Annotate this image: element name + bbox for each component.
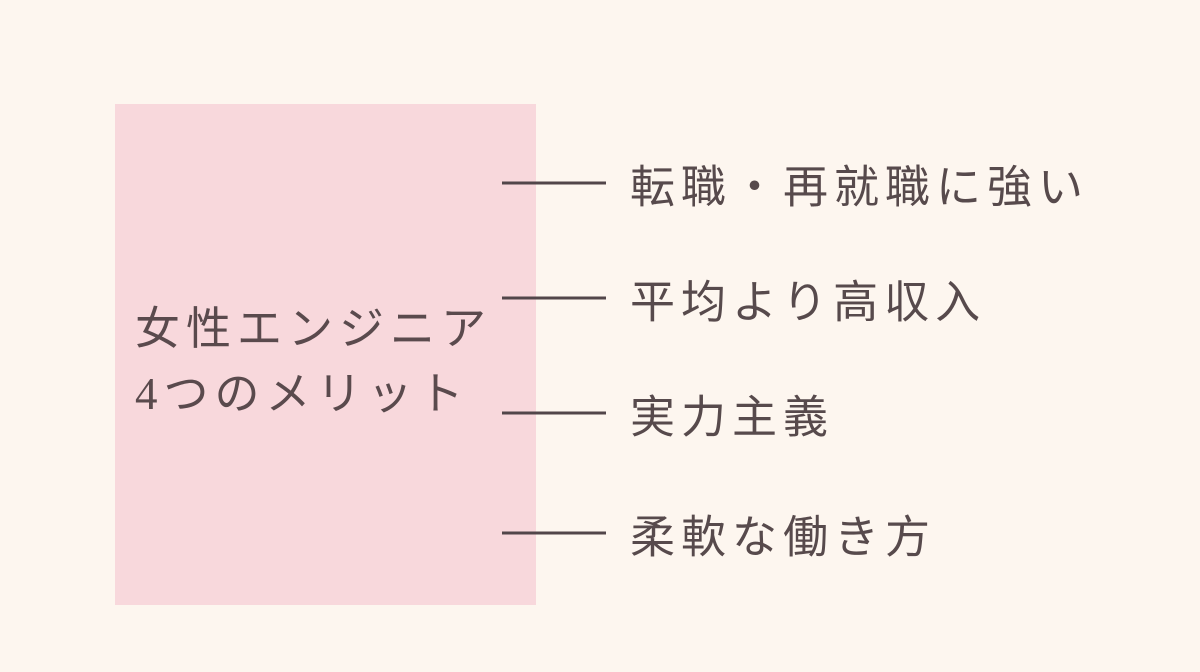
card-title-line-2: 4つのメリット bbox=[135, 369, 470, 419]
benefit-label: 柔軟な働き方 bbox=[630, 512, 937, 563]
benefit-row: 実力主義 bbox=[502, 381, 834, 446]
benefit-row: 転職・再就職に強い bbox=[502, 151, 1089, 216]
connector-line bbox=[502, 411, 606, 415]
connector-line bbox=[502, 531, 606, 535]
card-title-line-1: 女性エンジニア bbox=[135, 304, 493, 354]
card-title: 女性エンジニア 4つのメリット bbox=[135, 297, 492, 427]
benefit-row: 平均より高収入 bbox=[502, 266, 986, 331]
benefit-label: 実力主義 bbox=[630, 392, 835, 443]
benefit-row: 柔軟な働き方 bbox=[502, 501, 936, 566]
connector-line bbox=[502, 181, 606, 185]
benefit-label: 転職・再就職に強い bbox=[630, 162, 1090, 213]
connector-line bbox=[502, 296, 606, 300]
benefit-label: 平均より高収入 bbox=[630, 277, 987, 328]
title-card: 女性エンジニア 4つのメリット bbox=[115, 104, 536, 605]
